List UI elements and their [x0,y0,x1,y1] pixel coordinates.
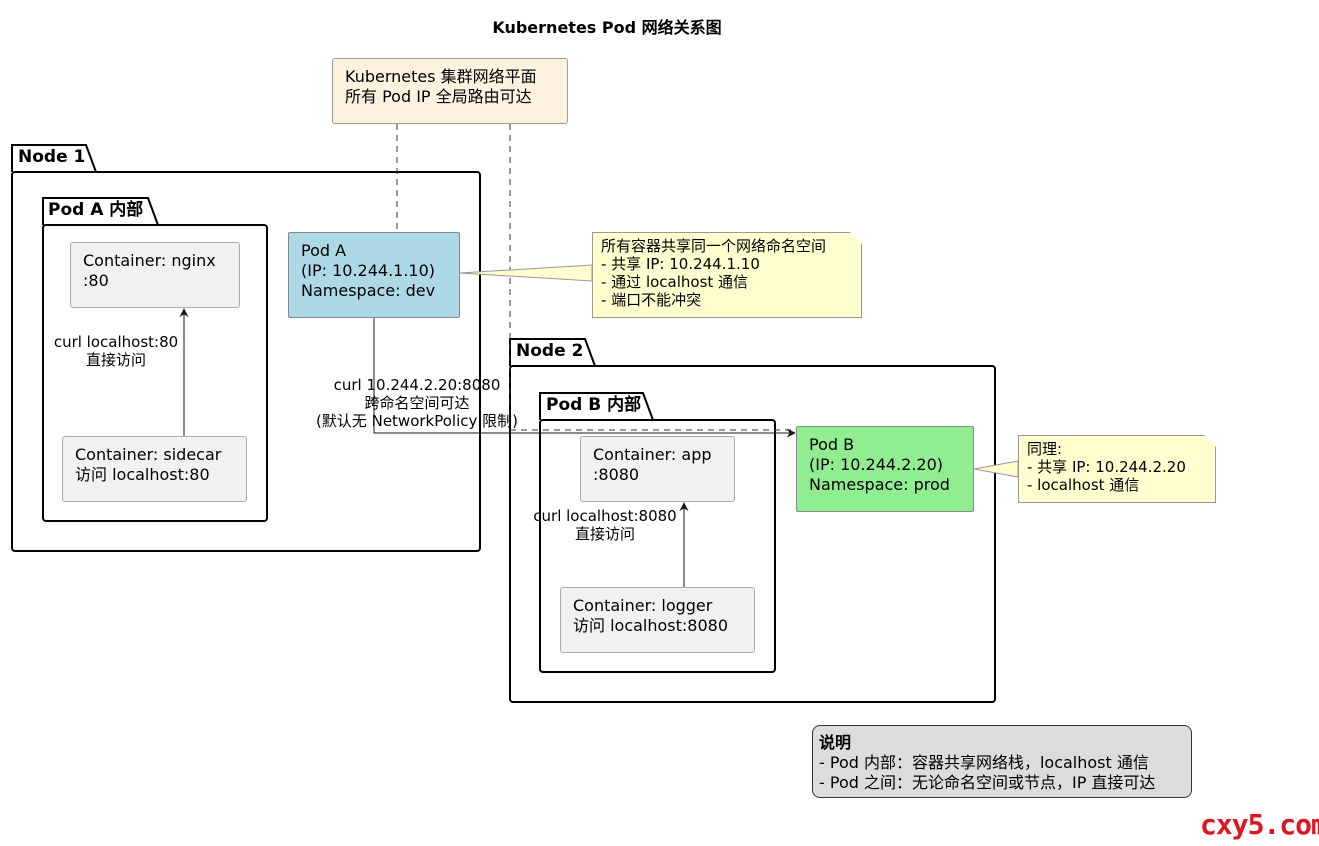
network-plane-line2: 所有 Pod IP 全局路由可达 [345,87,532,106]
pod-a-to-pod-b-label-line2: 跨命名空间可达 [364,394,470,412]
diagram-title: Kubernetes Pod 网络关系图 [492,18,722,37]
pod-a-to-pod-b-label: curl 10.244.2.20:8080 跨命名空间可达 (默认无 Netwo… [300,376,534,430]
network-plane-line1: Kubernetes 集群网络平面 [345,67,537,86]
sidecar-to-nginx-label: curl localhost:80 直接访问 [46,333,186,369]
pod-a-line1: Pod A [301,241,347,260]
pod-a-line3: Namespace: dev [301,281,436,300]
network-plane-box: Kubernetes 集群网络平面 所有 Pod IP 全局路由可达 [332,58,568,124]
logger-to-app-label: curl localhost:8080 直接访问 [525,507,685,543]
pod-a-group-package [42,197,268,522]
note-pod-a: 所有容器共享同一个网络命名空间 - 共享 IP: 10.244.1.10 - 通… [592,232,862,318]
note-pod-b-line2: - 共享 IP: 10.244.2.20 [1027,458,1186,476]
legend-box: 说明 - Pod 内部：容器共享网络栈，localhost 通信 - Pod 之… [812,725,1192,798]
container-logger-line1: Container: logger [573,596,713,615]
sidecar-to-nginx-label-line2: 直接访问 [85,351,146,369]
pod-a-to-pod-b-arrow [373,318,796,438]
node2-package [509,338,996,703]
pod-b-line1: Pod B [809,435,855,454]
pod-a-to-pod-b-label-line1: curl 10.244.2.20:8080 [333,376,501,394]
logger-to-app-label-line2: 直接访问 [574,525,635,543]
pod-a-line2: (IP: 10.244.1.10) [301,261,436,280]
note-pod-b-line3: - localhost 通信 [1027,476,1140,494]
note-pod-a-line2: - 共享 IP: 10.244.1.10 [601,255,760,273]
pod-b-group-label: Pod B 内部 [546,395,642,415]
pod-b-line3: Namespace: prod [809,475,950,494]
note-pod-b-line1: 同理: [1027,440,1063,458]
legend-heading: 说明 [819,733,852,752]
container-logger: Container: logger 访问 localhost:8080 [560,587,755,653]
node2-label: Node 2 [516,341,584,361]
container-app: Container: app :8080 [580,436,735,502]
node1-package [11,144,481,552]
legend-line1: - Pod 内部：容器共享网络栈，localhost 通信 [819,753,1149,772]
note-pod-a-line4: - 端口不能冲突 [601,291,702,309]
note-pod-b: 同理: - 共享 IP: 10.244.2.20 - localhost 通信 [1018,435,1216,503]
sidecar-to-nginx-label-line1: curl localhost:80 [53,333,179,351]
pod-b-line2: (IP: 10.244.2.20) [809,455,944,474]
note-pod-a-line1: 所有容器共享同一个网络命名空间 [601,237,827,255]
container-app-line2: :8080 [593,465,640,484]
container-sidecar-line2: 访问 localhost:80 [75,465,210,484]
logger-to-app-label-line1: curl localhost:8080 [533,507,677,525]
container-nginx-line1: Container: nginx [83,251,216,270]
container-sidecar: Container: sidecar 访问 localhost:80 [62,436,247,502]
container-nginx: Container: nginx :80 [70,242,240,308]
container-app-line1: Container: app [593,445,712,464]
container-sidecar-line1: Container: sidecar [75,445,222,464]
note-pod-a-line3: - 通过 localhost 通信 [601,273,749,291]
pod-a-box: Pod A (IP: 10.244.1.10) Namespace: dev [288,232,460,318]
legend-line2: - Pod 之间：无论命名空间或节点，IP 直接可达 [819,773,1156,792]
node1-label: Node 1 [18,147,86,167]
watermark: cxy5.com [1200,808,1319,841]
container-nginx-line2: :80 [83,271,109,290]
pod-b-group-package [539,392,776,673]
container-logger-line2: 访问 localhost:8080 [573,616,729,635]
pod-a-group-label: Pod A 内部 [48,200,144,220]
pod-b-box: Pod B (IP: 10.244.2.20) Namespace: prod [796,426,974,512]
pod-a-to-pod-b-label-line3: (默认无 NetworkPolicy 限制) [315,412,519,430]
